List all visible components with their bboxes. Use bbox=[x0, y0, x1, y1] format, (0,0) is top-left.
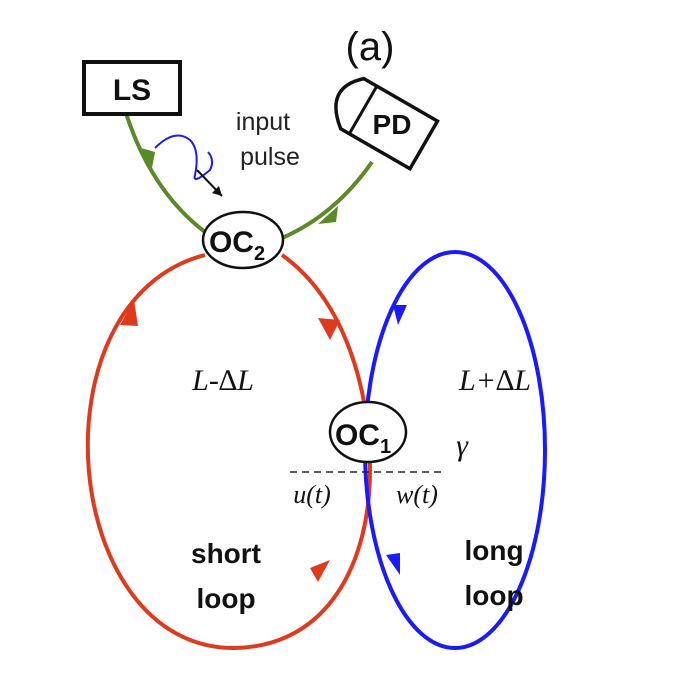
svg-text:OC1: OC1 bbox=[335, 419, 391, 458]
coupler-1 bbox=[328, 400, 408, 464]
long-loop-arrow-top bbox=[393, 305, 407, 325]
input-pulse-line1: input bbox=[236, 108, 290, 136]
svg-text:OC2: OC2 bbox=[209, 226, 265, 265]
coupler-2-subscript: 2 bbox=[254, 243, 265, 265]
input-fiber bbox=[123, 109, 207, 234]
short-loop-path bbox=[85, 253, 373, 651]
long-loop-length-label: L+∆L bbox=[458, 364, 531, 397]
coupler-2 bbox=[201, 210, 285, 270]
short-loop-arrow-left bbox=[120, 300, 138, 326]
laser-source-label: LS bbox=[113, 74, 151, 107]
input-pulse-line2: pulse bbox=[240, 143, 300, 171]
long-loop-name-line1: long bbox=[464, 535, 523, 566]
short-loop-field-label: u(t) bbox=[293, 480, 331, 509]
panel-label: (a) bbox=[346, 25, 395, 69]
laser-source-box bbox=[82, 60, 182, 116]
long-loop-field-label: w(t) bbox=[396, 480, 438, 509]
coupler-1-subscript: 1 bbox=[380, 436, 391, 458]
long-loop-name-line2: loop bbox=[464, 580, 523, 611]
gamma-label: γ bbox=[456, 429, 469, 462]
long-loop-arrow-bottom bbox=[386, 553, 400, 575]
input-fiber-arrow bbox=[141, 148, 155, 168]
short-loop-arrow-right bbox=[318, 318, 340, 340]
output-fiber bbox=[281, 160, 374, 240]
input-pulse-waveform bbox=[154, 134, 214, 180]
photodetector-label: PD bbox=[373, 109, 412, 140]
coupler-2-label: OC bbox=[209, 226, 254, 259]
short-loop-name-line1: short bbox=[191, 538, 261, 569]
short-loop-length-label: L-∆L bbox=[191, 364, 254, 397]
short-loop-arrow-bottom bbox=[310, 560, 330, 582]
short-loop-name-line2: loop bbox=[196, 583, 255, 614]
photodetector bbox=[334, 76, 440, 172]
coupler-1-label: OC bbox=[335, 419, 380, 452]
output-fiber-arrow bbox=[318, 206, 338, 224]
